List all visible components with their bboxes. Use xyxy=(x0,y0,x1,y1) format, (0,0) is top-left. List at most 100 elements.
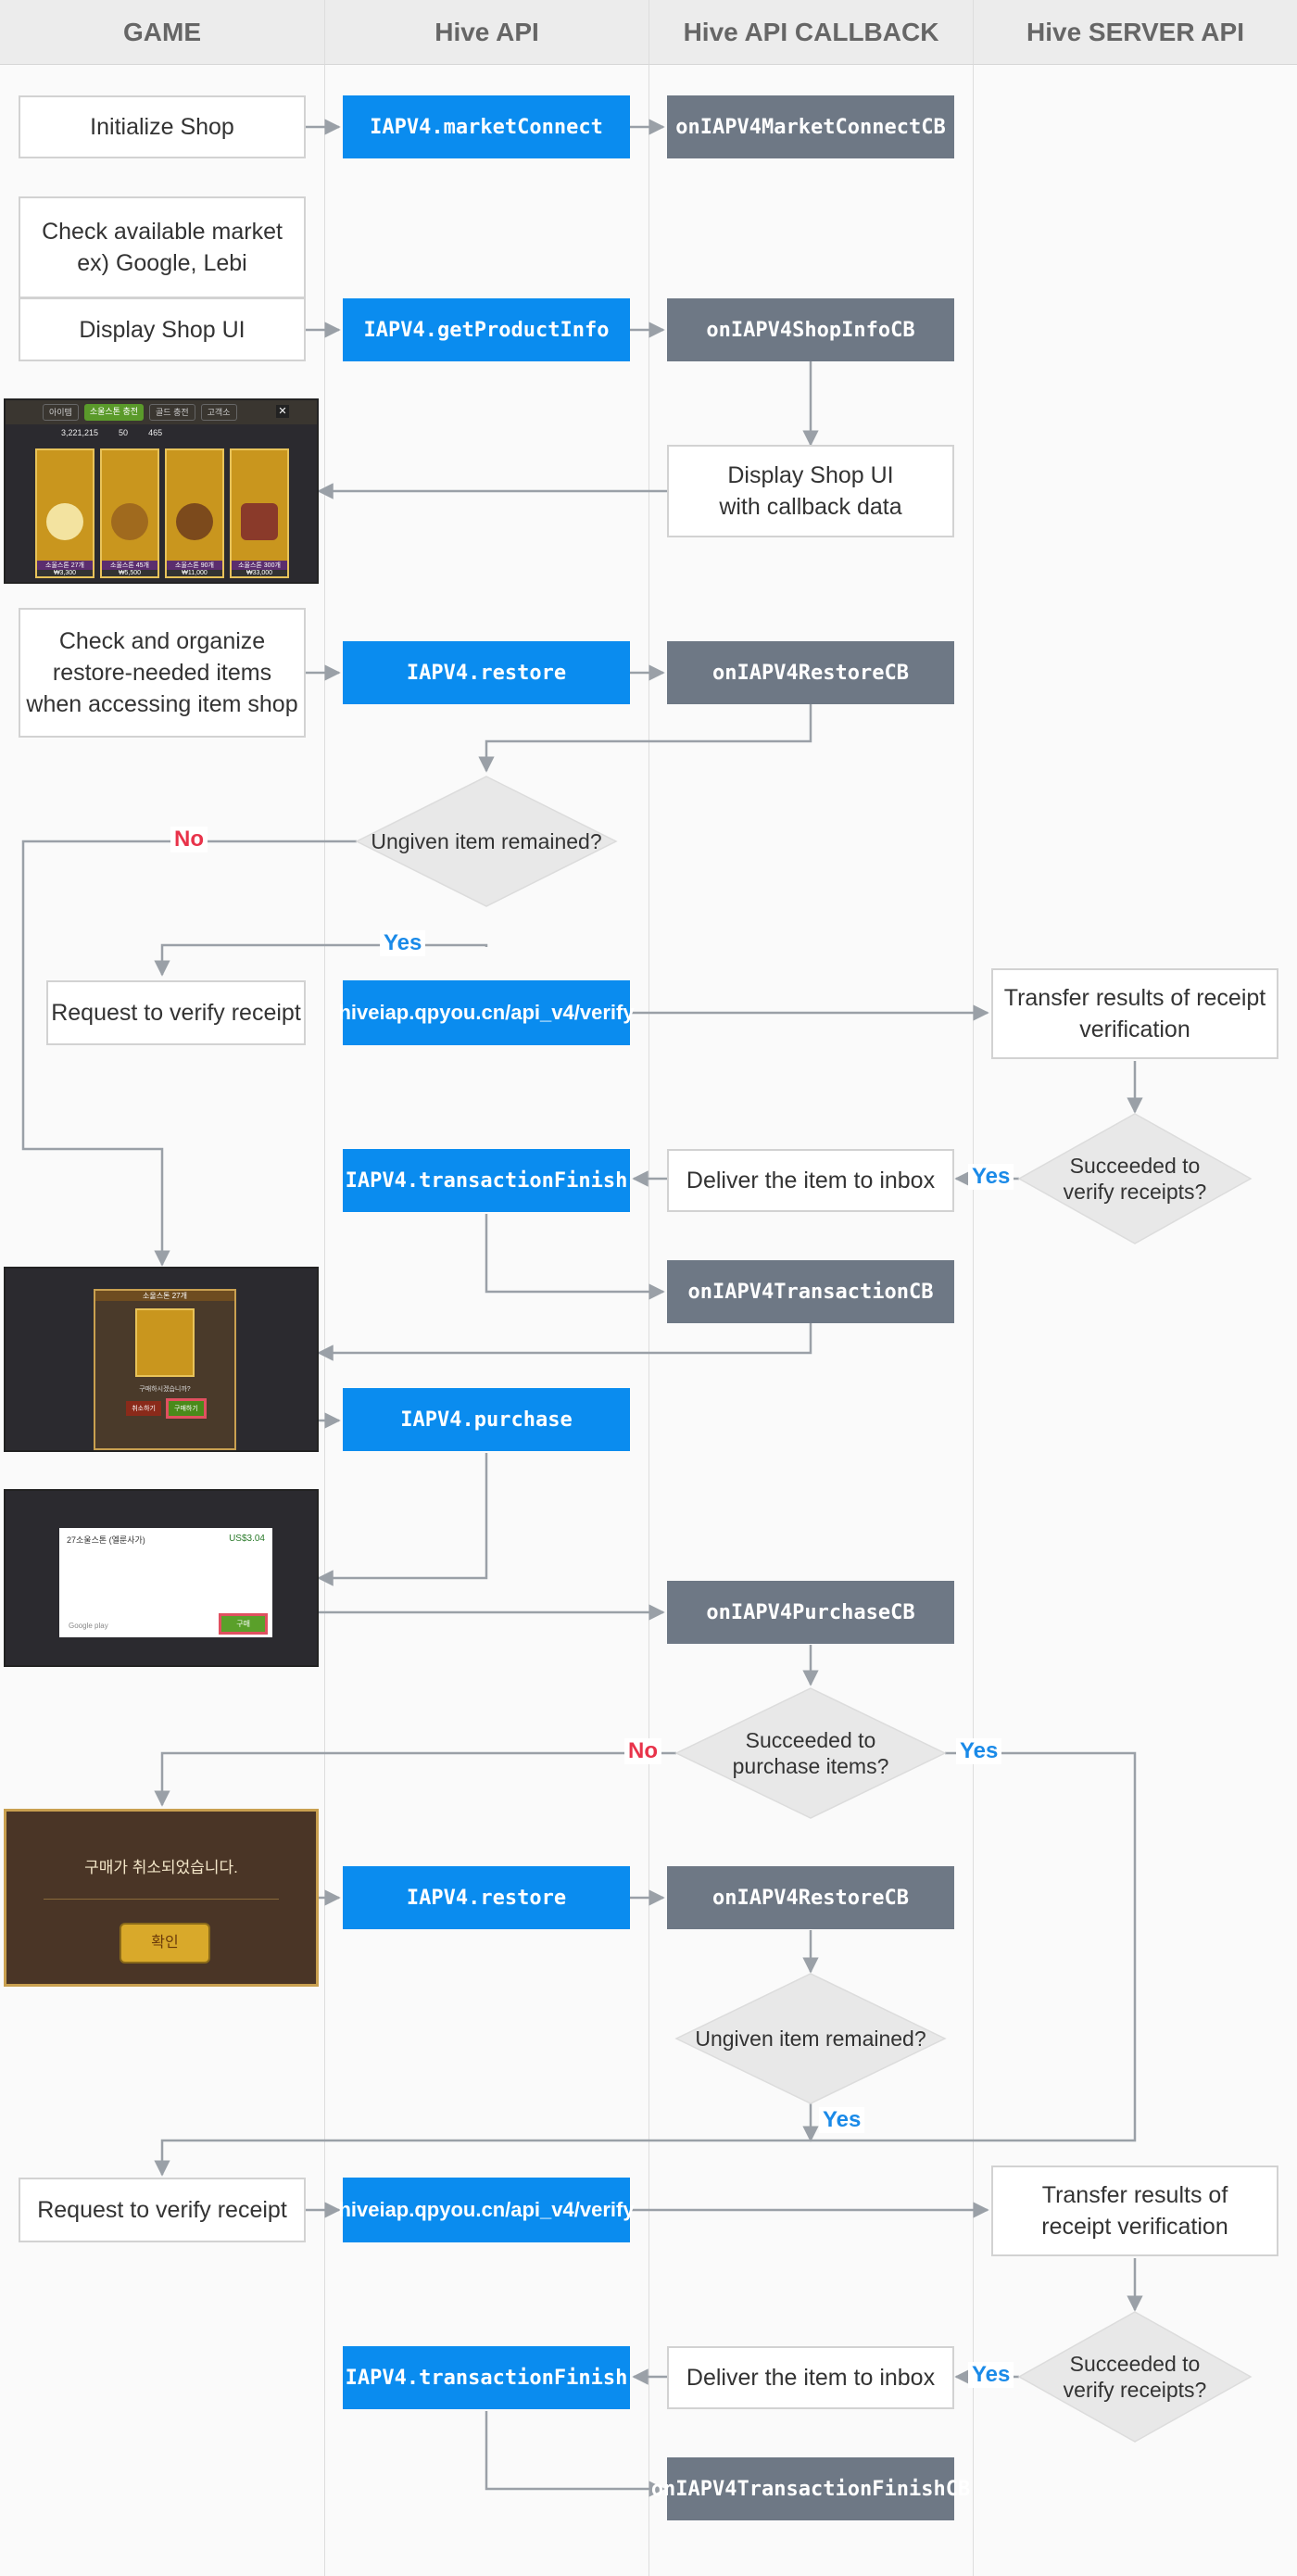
transfer-results-box-2: Transfer results of receipt verification xyxy=(991,2166,1278,2256)
shop-gems: 50 xyxy=(119,428,129,437)
shop-tab: 아이템 xyxy=(43,404,79,421)
check-market-line2: ex) Google, Lebi xyxy=(77,250,247,276)
purchase-question-line2: purchase items? xyxy=(732,1754,889,1778)
shop-item-price: ₩33,000 xyxy=(232,570,287,576)
transaction-callback: onIAPV4TransactionCB xyxy=(667,1260,954,1323)
shop-item-card: 소울스톤 300개 ₩33,000 xyxy=(230,448,289,578)
transaction-finish-api-1: IAPV4.transactionFinish xyxy=(343,1149,630,1212)
shop-item-price: ₩11,000 xyxy=(167,570,222,576)
gp-price: US$3.04 xyxy=(229,1534,265,1544)
transfer-results-2-line2: receipt verification xyxy=(1041,2214,1228,2240)
cancel-message: 구매가 취소되었습니다. xyxy=(84,1859,238,1876)
ungiven-2-label: Ungiven item remained? xyxy=(695,2027,926,2051)
display-shop-cb-line2: with callback data xyxy=(719,494,902,520)
column-header-hive-server-api: Hive SERVER API xyxy=(973,0,1297,65)
shop-gold: 3,221,215 xyxy=(61,428,99,437)
verify-request-box-1: Request to verify receipt xyxy=(46,980,306,1045)
gp-brand: Google play xyxy=(69,1622,108,1630)
column-server-bg xyxy=(973,0,1297,2576)
diamond-verify-1 xyxy=(1017,1113,1253,1244)
google-play-screenshot: 27소울스톤 (엘룬사가) US$3.04 Google play 구매 xyxy=(4,1489,319,1667)
confirm-question: 구매하시겠습니까? xyxy=(139,1386,191,1393)
verify-api-1: hiveiap.qpyou.cn/api_v4/verify xyxy=(338,980,635,1045)
transfer-results-box-1: Transfer results of receipt verification xyxy=(991,968,1278,1059)
shop-stones: 465 xyxy=(148,428,163,437)
verify-2-label-line1: Succeeded to xyxy=(1069,2352,1201,2376)
deliver-item-box-1: Deliver the item to inbox xyxy=(667,1149,954,1212)
confirm-buy-button[interactable]: 구매하기 xyxy=(166,1398,207,1419)
yes-label-4: Yes xyxy=(819,2107,865,2133)
shop-item-name: 소울스톤 90개 xyxy=(167,561,222,570)
yes-label-5: Yes xyxy=(968,2362,1014,2388)
gp-buy-button[interactable]: 구매 xyxy=(219,1613,268,1635)
transaction-finish-api-2: IAPV4.transactionFinish xyxy=(343,2346,630,2409)
shop-item-price: ₩5,500 xyxy=(102,570,157,576)
purchase-question-label: Succeeded to purchase items? xyxy=(676,1725,945,1781)
restore-api-2: IAPV4.restore xyxy=(343,1866,630,1929)
no-label-1: No xyxy=(170,827,208,852)
diamond-ungiven-1 xyxy=(355,776,618,907)
restore-callback-2: onIAPV4RestoreCB xyxy=(667,1866,954,1929)
transfer-results-2-line1: Transfer results of xyxy=(1041,2182,1228,2208)
shop-item-name: 소울스톤 300개 xyxy=(232,561,287,570)
ungiven-1-label: Ungiven item remained? xyxy=(371,829,602,853)
transfer-results-1-line2: verification xyxy=(1079,1017,1190,1042)
purchase-question-line1: Succeeded to xyxy=(745,1728,876,1752)
shop-tab-active: 소울스톤 충전 xyxy=(83,404,145,421)
check-market-box: Check available market ex) Google, Lebi xyxy=(19,196,306,298)
check-market-line1: Check available market xyxy=(42,219,283,245)
purchase-cancelled-screenshot: 구매가 취소되었습니다. 확인 xyxy=(4,1809,319,1987)
shop-item-card: 소울스톤 45개 ₩5,500 xyxy=(100,448,159,578)
diamond-verify-2 xyxy=(1017,2311,1253,2443)
shop-tab: 고객소 xyxy=(200,404,237,421)
diamond-ungiven-2 xyxy=(674,1973,947,2104)
market-connect-api: IAPV4.marketConnect xyxy=(343,95,630,158)
transfer-results-1-line1: Transfer results of receipt xyxy=(1003,985,1266,1011)
purchase-confirm-screenshot: 소울스톤 27개 구매하시겠습니까? 취소하기 구매하기 xyxy=(4,1267,319,1452)
shop-ui-screenshot: 아이템 소울스톤 충전 골드 충전 고객소 3,221,215 50 465 소… xyxy=(4,398,319,584)
get-product-info-api: IAPV4.getProductInfo xyxy=(343,298,630,361)
verify-api-2: hiveiap.qpyou.cn/api_v4/verify xyxy=(338,2178,635,2242)
shop-item-card: 소울스톤 90개 ₩11,000 xyxy=(165,448,224,578)
cancel-ok-button[interactable]: 확인 xyxy=(120,1923,210,1964)
no-label-2: No xyxy=(624,1738,661,1764)
column-header-hive-api-callback: Hive API CALLBACK xyxy=(648,0,973,65)
shop-item-card: 소울스톤 27개 ₩3,300 xyxy=(35,448,94,578)
verify-2-label: Succeeded to verify receipts? xyxy=(1019,2349,1251,2405)
verify-1-label-line1: Succeeded to xyxy=(1069,1154,1201,1178)
display-shop-cb-line1: Display Shop UI xyxy=(727,462,894,488)
yes-label-3: Yes xyxy=(956,1738,1002,1764)
deliver-item-box-2: Deliver the item to inbox xyxy=(667,2346,954,2409)
verify-1-label: Succeeded to verify receipts? xyxy=(1019,1151,1251,1206)
verify-1-label-line2: verify receipts? xyxy=(1063,1180,1207,1204)
display-shop-cb-box: Display Shop UI with callback data xyxy=(667,445,954,537)
verify-2-label-line2: verify receipts? xyxy=(1063,2378,1207,2402)
market-connect-callback: onIAPV4MarketConnectCB xyxy=(667,95,954,158)
confirm-cancel-button[interactable]: 취소하기 xyxy=(126,1401,161,1416)
close-icon: ✕ xyxy=(276,405,289,418)
purchase-api: IAPV4.purchase xyxy=(343,1388,630,1451)
shop-info-callback: onIAPV4ShopInfoCB xyxy=(667,298,954,361)
transaction-finish-callback: onIAPV4TransactionFinishCB xyxy=(651,2457,970,2520)
init-shop-box: Initialize Shop xyxy=(19,95,306,158)
check-restore-line1: Check and organize xyxy=(58,628,266,654)
shop-tab: 골드 충전 xyxy=(149,404,195,421)
shop-item-name: 소울스톤 45개 xyxy=(102,561,157,570)
confirm-title: 소울스톤 27개 xyxy=(95,1291,234,1301)
check-restore-line2: restore-needed items xyxy=(52,660,272,686)
column-header-game: GAME xyxy=(0,0,324,65)
check-restore-box: Check and organize restore-needed items … xyxy=(19,608,306,738)
diamond-purchase xyxy=(674,1687,947,1819)
yes-label-1: Yes xyxy=(380,930,426,956)
shop-item-price: ₩3,300 xyxy=(37,570,93,576)
restore-api-1: IAPV4.restore xyxy=(343,641,630,704)
shop-item-name: 소울스톤 27개 xyxy=(37,561,93,570)
purchase-callback: onIAPV4PurchaseCB xyxy=(667,1581,954,1644)
gp-item-name: 27소울스톤 (엘룬사가) xyxy=(67,1535,145,1545)
restore-callback-1: onIAPV4RestoreCB xyxy=(667,641,954,704)
verify-request-box-2: Request to verify receipt xyxy=(19,2178,306,2242)
column-header-hive-api: Hive API xyxy=(324,0,648,65)
display-shop-box: Display Shop UI xyxy=(19,298,306,361)
check-restore-line3: when accessing item shop xyxy=(26,691,298,717)
